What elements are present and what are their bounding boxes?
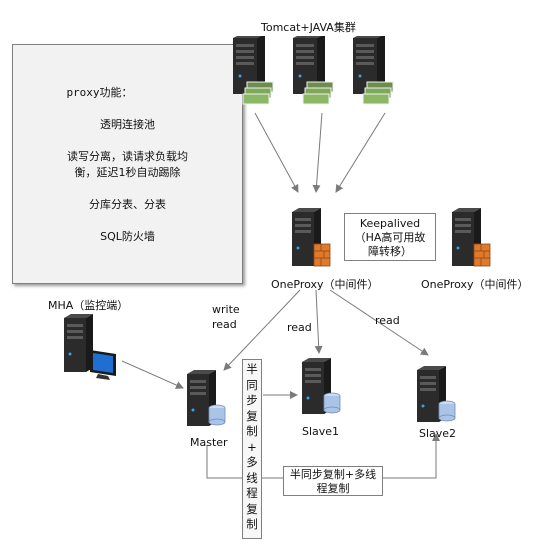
tomcat-server-1-icon: [227, 34, 275, 110]
arrow-proxy-to-master: [223, 289, 301, 371]
keepalived-desc-line1: （HA高可用故: [354, 231, 426, 244]
slave2-label: Slave2: [419, 427, 457, 440]
semi-sync-char: 多: [246, 455, 258, 469]
semi-sync-char: 制: [246, 424, 258, 438]
semi-sync-char: 线: [246, 470, 258, 485]
feature-sql-firewall: SQL防火墙: [100, 230, 155, 243]
read-label-slave2: read: [375, 314, 400, 327]
oneproxy-main-server-icon: [286, 208, 334, 276]
feature-rw-split-line1: 读写分离，读请求负载均: [67, 150, 188, 163]
oneproxy-main-label: OneProxy（中间件）: [271, 278, 379, 291]
mha-label: MHA（监控端）: [48, 299, 129, 312]
slave1-label: Slave1: [302, 425, 340, 438]
arrow-server3-to-proxy: [335, 112, 386, 193]
arrow-proxy-to-slave2: [329, 289, 429, 356]
mha-monitor-server-icon: [58, 314, 124, 384]
semi-sync-vertical-box: 半 同 步 复 制 + 多 线 程 复 制: [242, 359, 262, 539]
keepalived-title: Keepalived: [359, 217, 421, 230]
semi-sync-horizontal-box: 半同步复制+多线 程复制: [283, 466, 383, 496]
oneproxy-backup-label: OneProxy（中间件）: [421, 278, 529, 291]
oneproxy-backup-server-icon: [446, 208, 494, 276]
semi-sync-char: 半: [246, 362, 258, 376]
read-label-slave1: read: [287, 321, 312, 334]
keepalived-box: Keepalived （HA高可用故 障转移）: [344, 213, 436, 261]
arrow-server2-to-proxy: [312, 112, 323, 193]
arrow-proxy-to-slave1: [314, 289, 323, 354]
proxy-features-heading: proxy功能：: [66, 86, 133, 99]
semi-sync-char: 复: [246, 501, 258, 516]
read-label-master: read: [212, 318, 237, 331]
semi-sync-horizontal-line1: 半同步复制+多线: [289, 468, 377, 481]
semi-sync-char: +: [247, 439, 257, 454]
feature-sharding: 分库分表、分表: [89, 198, 166, 211]
keepalived-desc-line2: 障转移）: [368, 245, 412, 258]
arrow-mha-to-master: [121, 360, 184, 389]
semi-sync-char: 步: [246, 393, 258, 407]
slave1-db-server-icon: [298, 358, 346, 426]
proxy-features-note: proxy功能： 透明连接池 读写分离，读请求负载均 衡，延迟1秒自动踢除 分库…: [12, 44, 243, 284]
slave2-db-server-icon: [413, 366, 461, 434]
master-label: Master: [190, 436, 228, 449]
feature-rw-split-line2: 衡，延迟1秒自动踢除: [74, 166, 181, 179]
cluster-title: Tomcat+JAVA集群: [261, 21, 356, 34]
semi-sync-char: 程: [246, 486, 258, 500]
tomcat-server-3-icon: [347, 34, 395, 110]
feature-connection-pool: 透明连接池: [100, 118, 155, 131]
write-label: write: [212, 303, 240, 316]
arrow-server1-to-proxy: [254, 112, 299, 193]
semi-sync-horizontal-line2: 程复制: [316, 482, 350, 495]
semi-sync-char: 制: [246, 517, 258, 531]
semi-sync-char: 同: [246, 377, 258, 392]
master-db-server-icon: [183, 370, 231, 438]
tomcat-server-2-icon: [287, 34, 335, 110]
semi-sync-char: 复: [246, 408, 258, 423]
